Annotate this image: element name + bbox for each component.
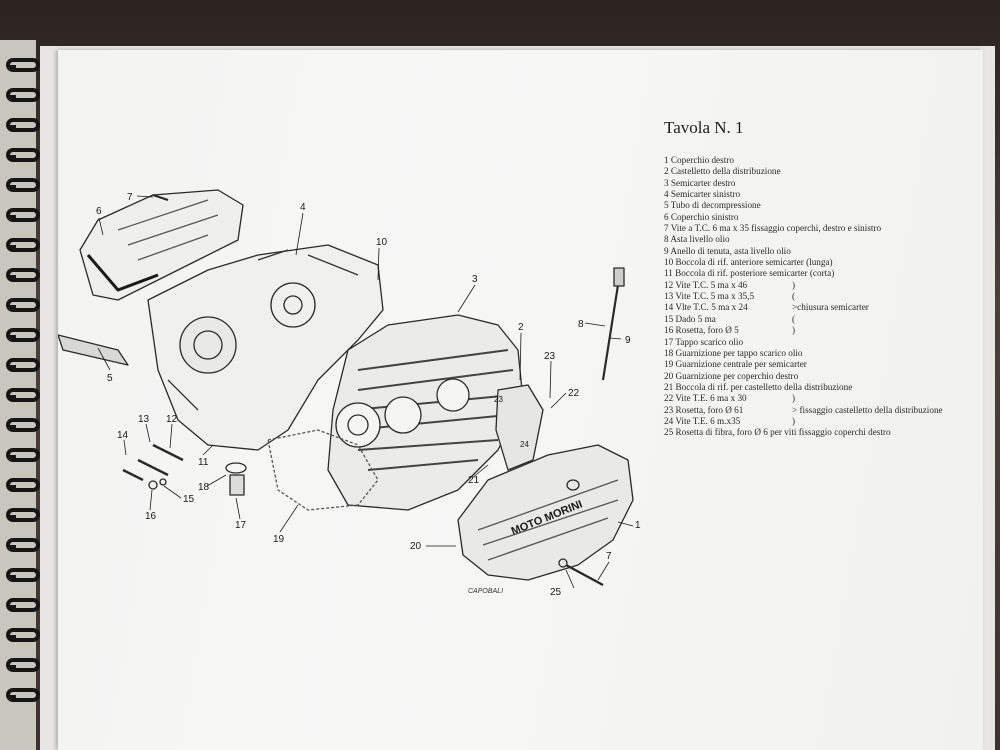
binding-ring: [6, 598, 40, 612]
binding-ring: [6, 418, 40, 432]
legend-item: 21 Boccola di rif. per castelletto della…: [664, 381, 853, 392]
binding-ring: [6, 118, 40, 132]
callout-14: 14: [117, 430, 129, 441]
binding-ring: [6, 538, 40, 552]
callout-8: 8: [578, 319, 584, 330]
binding-ring: [6, 268, 40, 282]
callout-22: 22: [568, 388, 580, 399]
callout-25: 25: [550, 587, 562, 598]
legend-item: 16 Rosetta, foro Ø 5): [664, 325, 796, 336]
legend-item: 20 Guarnizione per coperchio destro: [664, 370, 799, 381]
binding-ring: [6, 688, 40, 702]
callout-7b: 7: [606, 551, 612, 562]
legend-item: 5 Tubo di decompressione: [664, 200, 761, 211]
legend-item: 2 Castelletto della distribuzione: [664, 166, 781, 177]
binding-ring: [6, 328, 40, 342]
exploded-engine-drawing: 1 2 3 4 5 6 7 7 8 9 10 11 12 13 14 15 16…: [58, 189, 641, 598]
legend-note: (: [792, 291, 796, 302]
callout-2: 2: [518, 322, 524, 333]
legend-item: 9 Anello di tenuta, asta livello olio: [664, 245, 791, 256]
callout-18: 18: [198, 482, 210, 493]
legend-note: ): [792, 279, 796, 290]
binding-ring: [6, 58, 40, 72]
legend-item: 18 Guarnizione per tappo scarico olio: [664, 347, 803, 358]
callout-9: 9: [625, 335, 631, 346]
callout-5: 5: [107, 373, 113, 384]
callout-13: 13: [138, 414, 150, 425]
legend-note: (: [792, 313, 796, 324]
legend-item: 25 Rosetta di fibra, foro Ø 6 per viti f…: [664, 427, 891, 438]
legend-item: 23 Rosetta, foro Ø 61> fissaggio castell…: [664, 404, 943, 415]
legend-item: 6 Coperchio sinistro: [664, 211, 739, 222]
parts-legend: 1 Coperchio destro 2 Castelletto della d…: [664, 155, 954, 439]
callout-20: 20: [410, 541, 422, 552]
page-title: Tavola N. 1: [664, 118, 744, 137]
legend-item: 11 Boccola di rif. posteriore semicarter…: [664, 268, 835, 279]
callout-19: 19: [273, 534, 285, 545]
legend-item: 24 Vite T.E. 6 m.x35): [664, 415, 796, 426]
legend-item: 7 Vite a T.C. 6 ma x 35 fissaggio coperc…: [664, 223, 882, 234]
callout-21: 21: [468, 475, 480, 486]
legend-item: 15 Dado 5 ma(: [664, 313, 796, 324]
callout-17: 17: [235, 520, 247, 531]
callout-15: 15: [183, 494, 195, 505]
binding-ring: [6, 658, 40, 672]
binding-ring: [6, 358, 40, 372]
callout-4: 4: [300, 202, 306, 213]
legend-item: 22 Vite T.E. 6 ma x 30): [664, 393, 796, 404]
callout-16: 16: [145, 511, 157, 522]
callout-12: 12: [166, 414, 178, 425]
binding-ring: [6, 448, 40, 462]
callout-23: 23: [544, 351, 556, 362]
legend-item: 3 Semicarter destro: [664, 177, 736, 188]
legend-note: ): [792, 393, 796, 404]
binding-ring: [6, 238, 40, 252]
binding-ring: [6, 478, 40, 492]
binding-ring: [6, 208, 40, 222]
binding-ring: [6, 298, 40, 312]
binding-ring: [6, 388, 40, 402]
binding-ring: [6, 628, 40, 642]
binding-ring: [6, 178, 40, 192]
legend-item: 1 Coperchio destro: [664, 155, 734, 165]
legend-item: 8 Asta livello olio: [664, 234, 730, 245]
legend-item: 17 Tappo scarico olio: [664, 336, 744, 347]
legend-item: 4 Semicarter sinistro: [664, 189, 741, 200]
legend-item: 10 Boccola di rif. anteriore semicarter …: [664, 257, 833, 268]
artist-signature: CAPOBALI: [468, 588, 503, 595]
legend-item: 19 Guarnizione centrale per semicarter: [664, 359, 807, 370]
binding-ring: [6, 508, 40, 522]
callout-11: 11: [198, 457, 209, 468]
binding-ring: [6, 568, 40, 582]
callout-10: 10: [376, 237, 388, 248]
legend-note: ): [792, 415, 796, 426]
legend-item: 13 Vite T.C. 5 ma x 35,5(: [664, 291, 796, 302]
binding-ring: [6, 148, 40, 162]
binding-ring: [6, 88, 40, 102]
callout-24: 24: [520, 440, 529, 449]
callout-23b: 23: [494, 395, 503, 404]
legend-note: >chiusura semicarter: [792, 302, 869, 313]
callout-7: 7: [127, 192, 133, 203]
callout-3: 3: [472, 274, 478, 285]
legend-item: 14 Vlte T.C. 5 ma x 24>chiusura semicart…: [664, 302, 869, 313]
legend-note: ): [792, 325, 796, 336]
callout-6: 6: [96, 206, 102, 217]
callout-1: 1: [635, 520, 641, 531]
legend-item: 12 Vite T.C. 5 ma x 46): [664, 279, 796, 290]
legend-note: > fissaggio castelletto della distribuzi…: [792, 404, 943, 415]
